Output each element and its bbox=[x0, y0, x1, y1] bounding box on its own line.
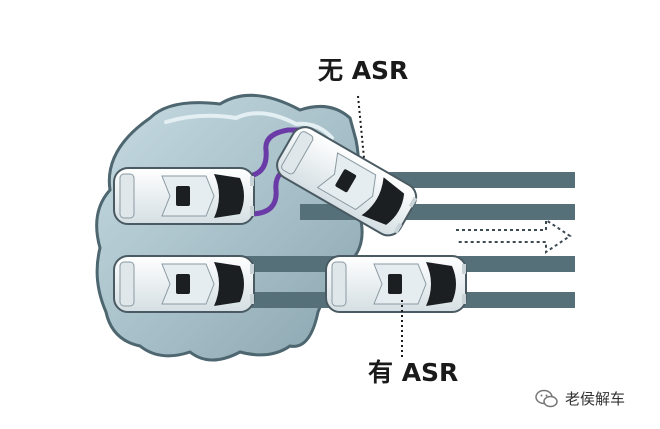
watermark: 老侯解车 bbox=[535, 388, 625, 409]
wechat-icon bbox=[535, 389, 558, 407]
label-without-asr: 无 ASR bbox=[318, 56, 409, 85]
watermark-text: 老侯解车 bbox=[565, 390, 626, 408]
label-with-asr: 有 ASR bbox=[368, 358, 459, 387]
car-no-asr-rear bbox=[113, 167, 255, 225]
car-with-asr-rear bbox=[113, 255, 255, 313]
direction-arrow bbox=[456, 218, 572, 254]
car-with-asr-front bbox=[325, 255, 467, 313]
ice-highlight bbox=[164, 111, 334, 140]
pointer-line-no-asr bbox=[357, 95, 365, 159]
